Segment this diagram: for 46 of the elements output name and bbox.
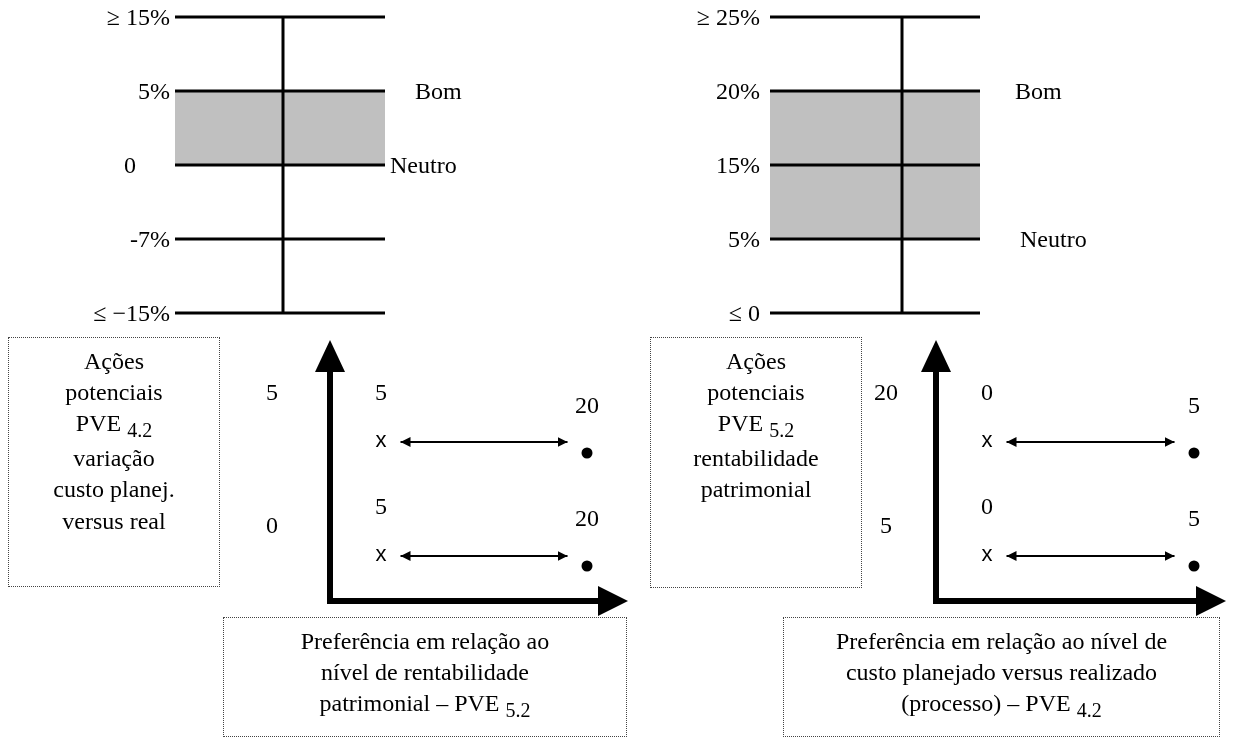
row-value: 5 (266, 380, 278, 404)
text-box (223, 617, 627, 737)
scale-value: Bom (415, 79, 462, 103)
box-text: Ações potenciais PVE $_{5.2}$ rentabilidade patrimonial (692, 347, 820, 505)
cross-mark: x (375, 429, 387, 451)
row-value: 5 (880, 513, 892, 537)
text-box (783, 617, 1220, 737)
scale-value: ≤ −15% (93, 301, 170, 325)
scale-value: ≤ 0 (728, 301, 760, 325)
row-value: 0 (266, 513, 278, 537)
dot-mark (1188, 560, 1200, 572)
double-arrow (1005, 551, 1176, 561)
scale-value: 0 (124, 153, 136, 177)
box-text: Preferência em relação ao nível de custo planejado versus realizado (processo) – PVE $_{4.2}$ (834, 627, 1169, 724)
box-text: Preferência em relação ao nível de rentabilidade patrimonial – PVE $_{5.2}$ (299, 627, 551, 724)
scale-value: 5% (138, 79, 170, 103)
box-text: Ações potenciais PVE $_{4.2}$ variação custo planej. versus real (52, 347, 176, 536)
scale-value: Neutro (1020, 227, 1087, 251)
point-value: 5 (375, 380, 387, 404)
cross-mark: x (981, 429, 993, 451)
scale-value: ≥ 15% (106, 5, 170, 29)
row-value: 20 (874, 380, 898, 404)
scale-value: Neutro (390, 153, 457, 177)
point-value: 5 (1188, 506, 1200, 530)
text-box (650, 337, 862, 588)
scale-value: 5% (728, 227, 760, 251)
double-arrow (1005, 437, 1176, 447)
point-value: 5 (375, 494, 387, 518)
scale-value: -7% (130, 227, 170, 251)
scale-value: ≥ 25% (696, 5, 760, 29)
dot-mark (1188, 447, 1200, 459)
scale-value: 15% (716, 153, 760, 177)
double-arrow (399, 551, 569, 561)
point-value: 5 (1188, 393, 1200, 417)
text-box (8, 337, 220, 587)
cross-mark: x (981, 543, 993, 565)
dot-mark (581, 560, 593, 572)
scale-value: 20% (716, 79, 760, 103)
dot-mark (581, 447, 593, 459)
scale-value: Bom (1015, 79, 1062, 103)
point-value: 20 (575, 393, 599, 417)
point-value: 0 (981, 380, 993, 404)
point-value: 0 (981, 494, 993, 518)
point-value: 20 (575, 506, 599, 530)
cross-mark: x (375, 543, 387, 565)
double-arrow (399, 437, 569, 447)
